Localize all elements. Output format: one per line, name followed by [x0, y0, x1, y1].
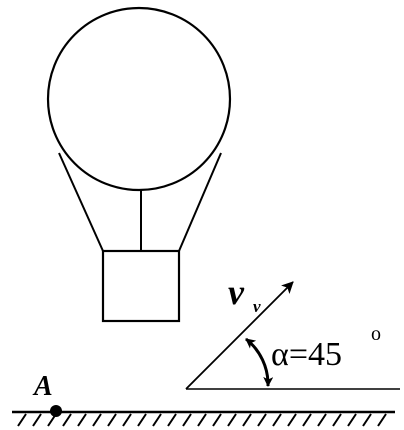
ground-hatch-line	[122, 413, 132, 427]
ground-hatch-line	[137, 413, 147, 427]
ground-hatch-line	[257, 413, 267, 427]
point-a-marker	[50, 405, 62, 417]
balloon-envelope	[46, 6, 232, 192]
ground-hatch-line	[287, 413, 297, 427]
ground-hatch-line	[242, 413, 252, 427]
ground-hatch-line	[92, 413, 102, 427]
ground-hatch-line	[107, 413, 117, 427]
ground-hatch-line	[317, 413, 327, 427]
ground-hatch-line	[227, 413, 237, 427]
ground-hatch-line	[302, 413, 312, 427]
ground-hatch-line	[32, 413, 42, 427]
velocity-label: v	[228, 272, 245, 312]
ground-hatch-line	[152, 413, 162, 427]
velocity-vector-arrow	[185, 281, 294, 390]
ground-hatch-line	[182, 413, 192, 427]
balloon-rope-left	[58, 152, 104, 252]
angle-label: α=45	[271, 336, 342, 373]
ground-hatching	[17, 413, 387, 427]
ground-hatch-line	[77, 413, 87, 427]
ground-hatch-line	[332, 413, 342, 427]
ground-hatch-line	[377, 413, 387, 427]
ground-hatch-line	[347, 413, 357, 427]
velocity-symbol: v	[228, 272, 245, 312]
ground-hatch-line	[62, 413, 72, 427]
ground-hatch-line	[362, 413, 372, 427]
point-a-label: A	[32, 371, 53, 402]
ground-hatch-line	[197, 413, 207, 427]
angle-degree-sign: o	[371, 323, 381, 345]
velocity-subscript: v	[253, 297, 261, 316]
ground-hatch-line	[17, 413, 27, 427]
balloon-basket	[101, 249, 181, 323]
ground-hatch-line	[212, 413, 222, 427]
balloon-rope-right	[178, 152, 222, 252]
ground-hatch-line	[167, 413, 177, 427]
angle-arc	[245, 337, 274, 387]
ground-hatch-line	[272, 413, 282, 427]
